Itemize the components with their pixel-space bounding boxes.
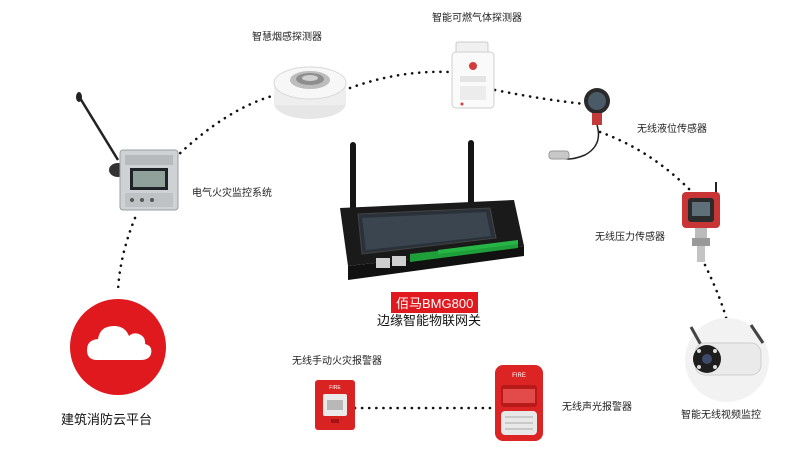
gas-detector-icon bbox=[451, 41, 495, 109]
label-pressure-sensor: 无线压力传感器 bbox=[595, 232, 665, 243]
pressure-sensor-icon bbox=[682, 182, 720, 262]
smoke-detector-icon bbox=[273, 66, 347, 119]
dotted-path-pressure-to-video bbox=[703, 263, 730, 327]
sound-light-alarm-icon: FIRE bbox=[495, 365, 543, 441]
dotted-path-electric-to-smoke bbox=[173, 94, 274, 160]
dotted-path-electric-to-cloud bbox=[116, 216, 137, 292]
label-level-sensor: 无线液位传感器 bbox=[637, 124, 707, 135]
cloud-icon bbox=[70, 299, 166, 395]
video-monitor-device bbox=[677, 315, 777, 405]
sound-light-alarm-device: FIRE bbox=[493, 363, 545, 443]
smoke-detector-device bbox=[270, 55, 350, 125]
pressure-sensor-device bbox=[678, 180, 728, 265]
label-video-monitor: 智能无线视频监控 bbox=[681, 410, 761, 421]
label-smoke-detector: 智慧烟感探测器 bbox=[252, 32, 322, 43]
manual-alarm-print: FIRE bbox=[329, 385, 341, 391]
label-sound-light-alarm: 无线声光报警器 bbox=[562, 402, 632, 413]
level-sensor-device bbox=[545, 85, 615, 175]
level-sensor-icon bbox=[548, 88, 610, 160]
label-manual-alarm: 无线手动火灾报警器 bbox=[292, 356, 382, 367]
gateway-icon bbox=[340, 140, 524, 280]
camera-icon bbox=[685, 318, 769, 402]
cloud-platform-device bbox=[69, 298, 167, 396]
dotted-path-smoke-to-gas bbox=[348, 70, 452, 90]
electric-monitor-icon bbox=[76, 92, 179, 211]
label-electric-fire: 电气火灾监控系统 bbox=[192, 188, 272, 199]
gateway-device bbox=[318, 138, 528, 288]
gas-detector-device bbox=[448, 40, 498, 112]
gateway-subtitle: 边缘智能物联网关 bbox=[377, 314, 482, 329]
manual-alarm-device: FIRE bbox=[313, 378, 357, 432]
gateway-brand-label: 佰马BMG800 bbox=[391, 292, 479, 313]
manual-alarm-icon: FIRE bbox=[315, 380, 355, 430]
sound-light-alarm-print: FIRE bbox=[512, 373, 526, 379]
label-gas-detector: 智能可燃气体探测器 bbox=[432, 13, 522, 24]
label-cloud-platform: 建筑消防云平台 bbox=[61, 413, 153, 428]
electric-fire-monitor-device bbox=[70, 90, 190, 220]
